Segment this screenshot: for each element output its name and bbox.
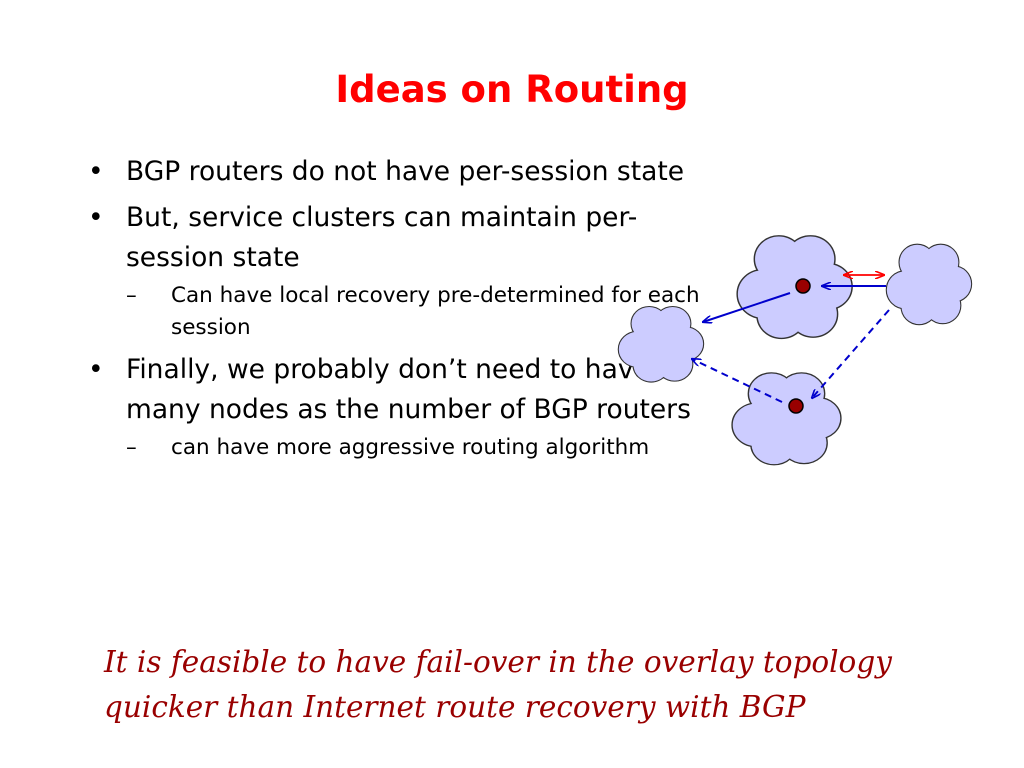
sub-bullet-list: can have more aggressive routing algorit…: [126, 432, 704, 464]
cloud-top-right: [885, 243, 973, 326]
primary-path-arrow: [703, 292, 791, 322]
slide-title: Ideas on Routing: [335, 68, 689, 111]
backup-path-arrow-right: [812, 309, 890, 398]
conclusion-text: It is feasible to have fail-over in the …: [104, 645, 892, 724]
bullet-item: But, service clusters can maintain per-s…: [84, 198, 704, 344]
bullet-text: Finally, we probably don’t need to have …: [126, 354, 691, 425]
backup-path-arrow-left: [692, 359, 783, 403]
bullet-list: BGP routers do not have per-session stat…: [84, 152, 704, 470]
sub-bullet-item: Can have local recovery pre-determined f…: [126, 280, 704, 344]
router-node-top: [795, 278, 811, 294]
sub-bullet-text: can have more aggressive routing algorit…: [171, 435, 650, 460]
cloud-top-center: [736, 235, 853, 340]
bullet-item: BGP routers do not have per-session stat…: [84, 152, 704, 192]
bullet-item: Finally, we probably don’t need to have …: [84, 350, 704, 464]
sub-bullet-text: Can have local recovery pre-determined f…: [171, 283, 700, 340]
sub-bullet-list: Can have local recovery pre-determined f…: [126, 280, 704, 344]
bullet-text: BGP routers do not have per-session stat…: [126, 156, 685, 187]
sub-bullet-item: can have more aggressive routing algorit…: [126, 432, 704, 464]
router-node-bottom: [788, 398, 804, 414]
bullet-text: But, service clusters can maintain per-s…: [126, 202, 638, 273]
cloud-left: [617, 305, 705, 383]
